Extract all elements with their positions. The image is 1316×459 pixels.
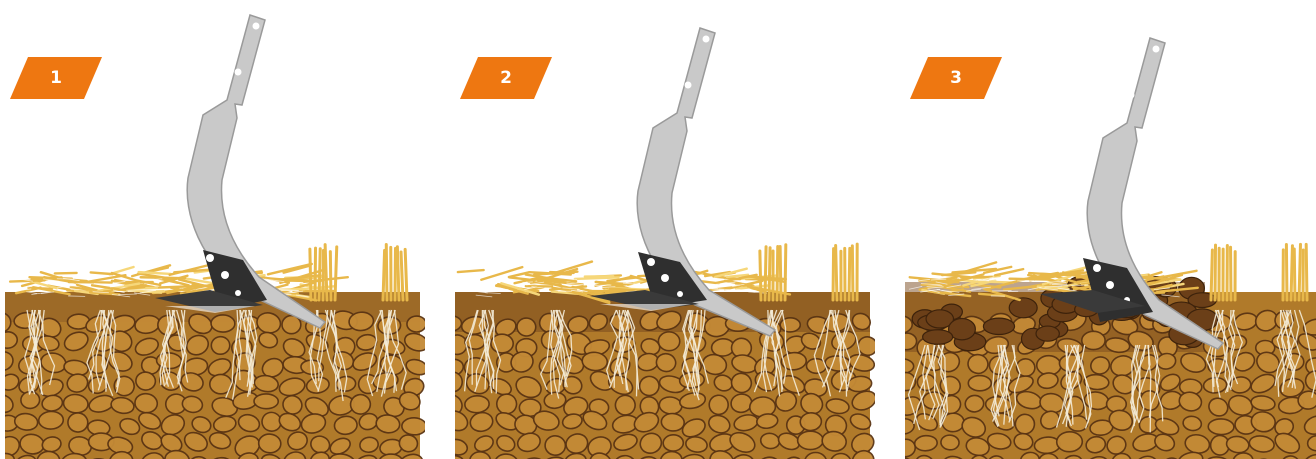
step-badge-2: 2 xyxy=(460,57,552,99)
step-panel-3: 3 xyxy=(905,0,1316,459)
stubble-stalks xyxy=(760,244,857,300)
step-badge-1: 1 xyxy=(10,57,102,99)
step-panel-2: 2 xyxy=(455,0,875,459)
step-number: 2 xyxy=(460,57,552,99)
step-badge-3: 3 xyxy=(910,57,1002,99)
stubble-stalks xyxy=(310,244,407,300)
stubble-stalks xyxy=(1211,244,1307,300)
step-number: 1 xyxy=(10,57,102,99)
step-panel-1: 1 xyxy=(5,0,425,459)
step-number: 3 xyxy=(910,57,1002,99)
